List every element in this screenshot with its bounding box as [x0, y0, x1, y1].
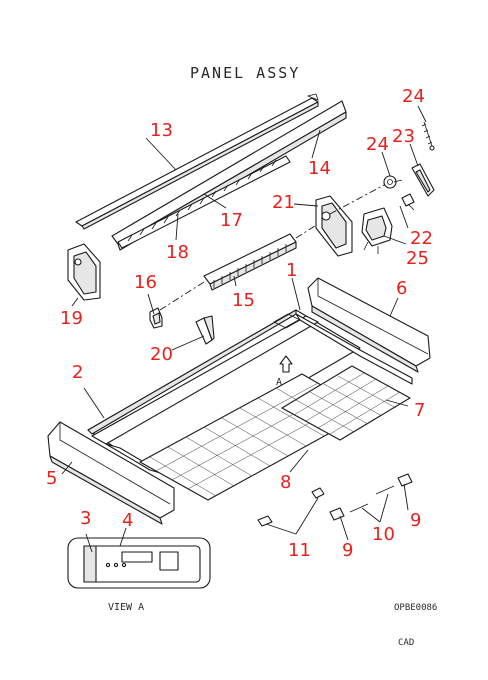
part-5-left-panel	[47, 421, 175, 525]
callout-23: 24	[366, 134, 389, 155]
callout-17: 18	[166, 242, 189, 263]
callout-24: 24	[402, 86, 425, 107]
callout-21: 22	[410, 228, 433, 249]
callout-25: 25	[406, 248, 429, 269]
callout-7: 7	[414, 400, 425, 421]
callout-6: 6	[396, 278, 407, 299]
part-20-motor-bracket	[315, 183, 387, 257]
callout-numbers: 13 14 17 18 19 16 15 20 1 6 21 22 24 23 …	[46, 86, 433, 561]
leader-lines	[61, 105, 427, 553]
callout-18: 19	[60, 308, 83, 329]
part-25-motor	[361, 207, 393, 254]
part-12-13-top-rail	[75, 93, 347, 251]
callout-20: 21	[272, 192, 295, 213]
callout-10: 10	[372, 524, 395, 545]
callout-13: 14	[308, 158, 331, 179]
callout-19: 20	[150, 344, 173, 365]
part-22-clip	[411, 163, 435, 197]
part-23-knob	[383, 175, 403, 189]
main-panel-body	[87, 309, 413, 501]
callout-11: 11	[288, 540, 311, 561]
callout-22: 23	[392, 126, 415, 147]
view-a-detail: VIEW A	[67, 537, 211, 613]
part-14-louver-bar	[159, 223, 319, 311]
callout-1: 1	[286, 260, 297, 281]
view-a-label: VIEW A	[108, 602, 144, 613]
part-21-bolt	[401, 193, 415, 211]
part-6-right-panel	[307, 277, 431, 373]
part-15-clip	[149, 307, 163, 329]
diagram-title: PANEL ASSY	[190, 64, 300, 82]
callout-9-right: 9	[410, 510, 421, 531]
callout-2: 2	[72, 362, 83, 383]
callout-5: 5	[46, 468, 57, 489]
callout-3: 3	[80, 508, 91, 529]
part-16-17-vane-rail	[117, 155, 291, 249]
callout-9-left: 9	[342, 540, 353, 561]
part-19-plate	[195, 315, 215, 345]
callout-4: 4	[122, 510, 133, 531]
callout-12: 13	[150, 120, 173, 141]
callout-15: 16	[134, 272, 157, 293]
view-a-arrow: A	[276, 355, 293, 388]
cad-label: CAD	[398, 638, 414, 648]
callout-16: 17	[220, 210, 243, 231]
callout-8: 8	[280, 472, 291, 493]
part-18-side-bracket	[67, 243, 101, 301]
drawing-code: OPBE0086	[394, 603, 437, 613]
arrow-label: A	[276, 377, 282, 388]
part-24-screw	[421, 121, 435, 151]
callout-14: 15	[232, 290, 255, 311]
